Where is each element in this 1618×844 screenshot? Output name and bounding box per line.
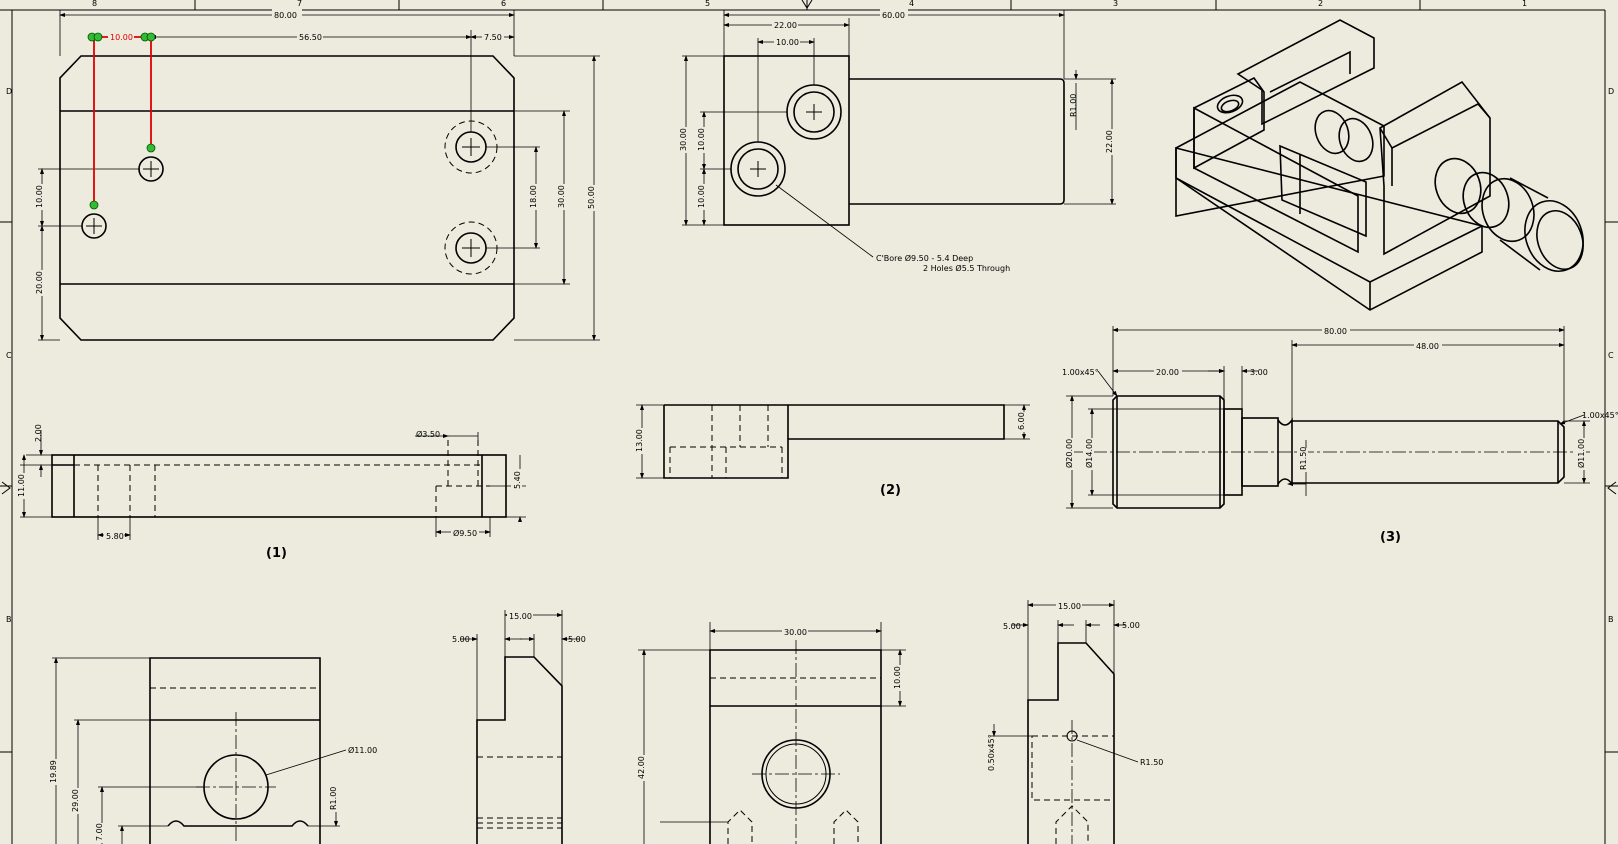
dim-v3-80: 80.00 xyxy=(1324,327,1347,336)
dim-80: 80.00 xyxy=(274,11,297,20)
bottom-view-c[interactable] xyxy=(638,622,906,844)
dim-v1-10: 10.00 xyxy=(35,185,44,208)
dim-v1-30: 30.00 xyxy=(557,185,566,208)
dim-a-29: 29.00 xyxy=(71,789,80,812)
dim-v1f-dia9-5: Ø9.50 xyxy=(453,528,477,538)
view1-front[interactable] xyxy=(20,430,526,540)
bottom-view-b[interactable] xyxy=(460,610,580,844)
view3-label: (3) xyxy=(1380,530,1401,545)
dim-v2-22v: 22.00 xyxy=(1105,130,1114,153)
view2-front-dimensions: 13.00 6.00 xyxy=(633,412,1026,454)
holes-note: 2 Holes Ø5.5 Through xyxy=(923,263,1010,273)
dim-v2-6: 6.00 xyxy=(1017,412,1026,430)
zone-8: 8 xyxy=(92,0,97,8)
zone-7: 7 xyxy=(297,0,302,8)
zone-d-left: D xyxy=(6,87,12,96)
zone-2: 2 xyxy=(1318,0,1323,8)
zone-c-left: C xyxy=(6,351,12,360)
bottom-view-a[interactable] xyxy=(52,657,347,844)
zone-b-right: B xyxy=(1608,615,1614,624)
view1-top-dimensions: 80.00 10.00 56.50 7.50 10.00 20.00 18.00… xyxy=(33,9,596,296)
dim-c-30: 30.00 xyxy=(784,628,807,637)
view2-top-dimensions: 60.00 22.00 10.00 30.00 10.00 10.00 R1.0… xyxy=(677,9,1114,273)
dim-d-5-right: 5.00 xyxy=(1122,621,1140,630)
view2-label: (2) xyxy=(880,483,901,498)
dim-v3-20: 20.00 xyxy=(1156,368,1179,377)
dim-v3-chamfer-right: 1.00x45° xyxy=(1582,411,1618,420)
dim-b-5-left: 5.00 xyxy=(452,635,470,644)
isometric-vise[interactable] xyxy=(1175,19,1593,311)
dim-d-chamfer: 0.50x45° xyxy=(987,734,996,771)
dim-7-5: 7.50 xyxy=(484,33,502,42)
dim-a-7: 7.00 xyxy=(95,823,104,841)
dim-c-10: 10.00 xyxy=(893,666,902,689)
zone-3: 3 xyxy=(1113,0,1118,8)
dim-v2-30: 30.00 xyxy=(679,128,688,151)
zone-5: 5 xyxy=(705,0,710,8)
dim-v1f-5-8: 5.80 xyxy=(106,532,124,541)
dim-v2-13: 13.00 xyxy=(635,429,644,452)
dim-v1f-2: 2.00 xyxy=(34,424,43,442)
dim-a-19-89: 19.89 xyxy=(49,760,58,783)
dim-b-5-right: 5.00 xyxy=(568,635,586,644)
bottom-view-c-dimensions: 30.00 10.00 42.00 xyxy=(635,626,902,781)
zone-b-left: B xyxy=(6,615,12,624)
dim-v1f-11: 11.00 xyxy=(17,474,26,497)
view2-top[interactable] xyxy=(682,10,1116,258)
dim-v3-dia20: Ø20.00 xyxy=(1064,439,1074,468)
dim-d-15: 15.00 xyxy=(1058,602,1081,611)
dim-v3-48: 48.00 xyxy=(1416,342,1439,351)
dim-v2-r1: R1.00 xyxy=(1069,94,1078,117)
bottom-view-b-dimensions: 15.00 5.00 5.00 xyxy=(452,610,586,644)
dim-56-5: 56.50 xyxy=(299,33,322,42)
dim-v2-10: 10.00 xyxy=(776,38,799,47)
dim-c-42: 42.00 xyxy=(637,756,646,779)
view1-top[interactable] xyxy=(38,10,600,341)
dim-v3-dia11: Ø11.00 xyxy=(1576,439,1586,468)
bottom-view-a-dimensions: 19.89 29.00 7.00 Ø11.00 R1.00 xyxy=(47,745,377,843)
dim-v3-dia14: Ø14.00 xyxy=(1084,439,1094,468)
bottom-view-d[interactable] xyxy=(990,600,1139,844)
dim-v3-chamfer-left: 1.00x45° xyxy=(1062,368,1099,377)
dim-a-r1: R1.00 xyxy=(329,787,338,810)
zone-1: 1 xyxy=(1522,0,1527,8)
view1-front-dimensions: 2.00 11.00 Ø3.50 5.40 5.80 Ø9.50 xyxy=(15,424,522,541)
zone-labels: 8 7 6 5 4 3 2 1 D C B D C B xyxy=(6,0,1614,624)
view1-label: (1) xyxy=(266,546,287,561)
dim-v2-10a: 10.00 xyxy=(697,128,706,151)
zone-c-right: C xyxy=(1608,351,1614,360)
dim-d-r1-5: R1.50 xyxy=(1140,758,1163,767)
view3-dimensions: 80.00 48.00 1.00x45° 20.00 3.00 1.00x45°… xyxy=(1062,325,1618,472)
dim-v3-r1-5: R1.50 xyxy=(1299,447,1308,470)
dim-b-15: 15.00 xyxy=(509,612,532,621)
view3-shaft[interactable] xyxy=(1066,326,1590,509)
dim-v1f-dia3-5: Ø3.50 xyxy=(416,429,440,439)
dim-10-highlight: 10.00 xyxy=(110,33,133,42)
dim-v3-3: 3.00 xyxy=(1250,368,1268,377)
dim-v1-20: 20.00 xyxy=(35,271,44,294)
dim-v1-50: 50.00 xyxy=(587,186,596,209)
dim-v2-60: 60.00 xyxy=(882,11,905,20)
dim-v1f-5-4: 5.40 xyxy=(513,471,522,489)
zone-6: 6 xyxy=(501,0,506,8)
dim-d-5-left: 5.00 xyxy=(1003,622,1021,631)
zone-d-right: D xyxy=(1608,87,1614,96)
dim-a-dia11: Ø11.00 xyxy=(348,745,377,755)
dim-v2-10b: 10.00 xyxy=(697,185,706,208)
bottom-view-d-dimensions: 15.00 5.00 5.00 0.50x45° R1.50 xyxy=(985,600,1163,773)
zone-4: 4 xyxy=(909,0,914,8)
dim-v2-22: 22.00 xyxy=(774,21,797,30)
view2-front[interactable] xyxy=(636,404,1030,479)
dim-v1-18: 18.00 xyxy=(529,185,538,208)
cbore-note: C'Bore Ø9.50 - 5.4 Deep xyxy=(876,253,973,263)
